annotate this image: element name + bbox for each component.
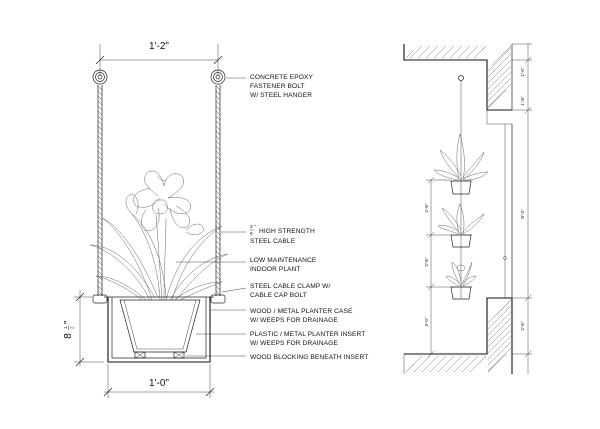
callout-planter-insert: PLASTIC / METAL PLANTER INSERT W/ WEEPS … xyxy=(250,331,365,347)
elev-left-dim-2: 2'-6" xyxy=(424,257,429,267)
elevation-left-dimensions: 2'-6" 2'-6" 3'-0" xyxy=(424,176,450,358)
indoor-plant-illustration xyxy=(89,170,229,301)
svg-text:STEEL CABLE: STEEL CABLE xyxy=(250,238,296,245)
steel-cable-left xyxy=(97,85,103,296)
hanging-cable-elevation xyxy=(458,75,507,298)
height-whole: 8 xyxy=(63,333,74,339)
svg-text:WOOD BLOCKING BENEATH INSERT: WOOD BLOCKING BENEATH INSERT xyxy=(250,354,368,361)
callout-leaders xyxy=(176,77,247,357)
svg-text:W/ WEEPS FOR DRAINAGE: W/ WEEPS FOR DRAINAGE xyxy=(250,317,338,324)
top-width-dimension: 1'-2" xyxy=(95,41,223,76)
callout-wood-blocking: WOOD BLOCKING BENEATH INSERT xyxy=(250,354,368,361)
callout-indoor-plant: LOW MAINTENANCE INDOOR PLANT xyxy=(250,257,317,273)
callout-cable-clamp: STEEL CABLE CLAMP W/ CABLE CAP BOLT xyxy=(250,283,330,299)
svg-text:W/ STEEL HANGER: W/ STEEL HANGER xyxy=(250,92,312,99)
fastener-bolt-right xyxy=(210,69,226,85)
svg-text:HIGH STRENGTH: HIGH STRENGTH xyxy=(259,228,315,235)
hanging-planter-section: 1'-2" xyxy=(63,41,368,398)
callout-steel-cable: 3 8 " HIGH STRENGTH STEEL CABLE xyxy=(249,224,315,245)
svg-text:": " xyxy=(255,224,257,229)
bottom-width-label: 1'-0" xyxy=(149,378,169,389)
height-den: 2 xyxy=(70,326,75,329)
svg-text:WOOD / METAL PLANTER CASE: WOOD / METAL PLANTER CASE xyxy=(250,308,353,315)
callout-fastener-bolt: CONCRETE EPOXY FASTENER BOLT W/ STEEL HA… xyxy=(250,74,313,99)
steel-cable-right xyxy=(215,85,221,296)
callout-planter-case: WOOD / METAL PLANTER CASE W/ WEEPS FOR D… xyxy=(250,308,353,324)
bottom-width-dimension: 1'-0" xyxy=(103,364,215,398)
elev-dim-2: 1'-8" xyxy=(520,96,525,106)
svg-text:CONCRETE EPOXY: CONCRETE EPOXY xyxy=(250,74,313,81)
svg-text:INDOOR PLANT: INDOOR PLANT xyxy=(250,266,301,273)
planter-case xyxy=(92,294,226,363)
elev-left-dim-3: 3'-0" xyxy=(424,317,429,327)
ceiling-slab xyxy=(403,44,513,125)
top-width-label: 1'-2" xyxy=(149,41,169,52)
elev-dim-3: 8'-4" xyxy=(520,209,525,219)
elev-dim-1: 1'-0" xyxy=(520,67,525,77)
hanging-planters-elevation xyxy=(433,133,489,300)
wall-elevation-section: 1'-0" 1'-8" 8'-4" 2'-6" 2'-6" 2'-6" 3'-0… xyxy=(403,43,532,374)
elev-left-dim-1: 2'-6" xyxy=(424,203,429,213)
svg-text:CABLE CAP BOLT: CABLE CAP BOLT xyxy=(250,292,307,299)
elev-dim-4: 2'-6" xyxy=(520,321,525,331)
svg-text:STEEL CABLE CLAMP W/: STEEL CABLE CLAMP W/ xyxy=(250,283,330,290)
svg-text:FASTENER BOLT: FASTENER BOLT xyxy=(250,83,305,90)
svg-text:PLASTIC / METAL PLANTER INSERT: PLASTIC / METAL PLANTER INSERT xyxy=(250,331,365,338)
svg-text:3: 3 xyxy=(250,224,253,229)
height-dimension: 8 1 2 " xyxy=(63,290,104,367)
height-num: 1 xyxy=(63,326,68,329)
elevation-right-dimensions: 1'-0" 1'-8" 8'-4" 2'-6" xyxy=(512,43,532,374)
svg-text:W/ WEEPS FOR DRAINAGE: W/ WEEPS FOR DRAINAGE xyxy=(250,340,338,347)
height-unit: " xyxy=(63,320,74,324)
floor-slab xyxy=(403,297,513,374)
svg-text:LOW MAINTENANCE: LOW MAINTENANCE xyxy=(250,257,317,264)
fastener-bolt-left xyxy=(92,69,108,85)
callout-labels: CONCRETE EPOXY FASTENER BOLT W/ STEEL HA… xyxy=(249,74,368,361)
svg-text:8: 8 xyxy=(250,231,253,236)
